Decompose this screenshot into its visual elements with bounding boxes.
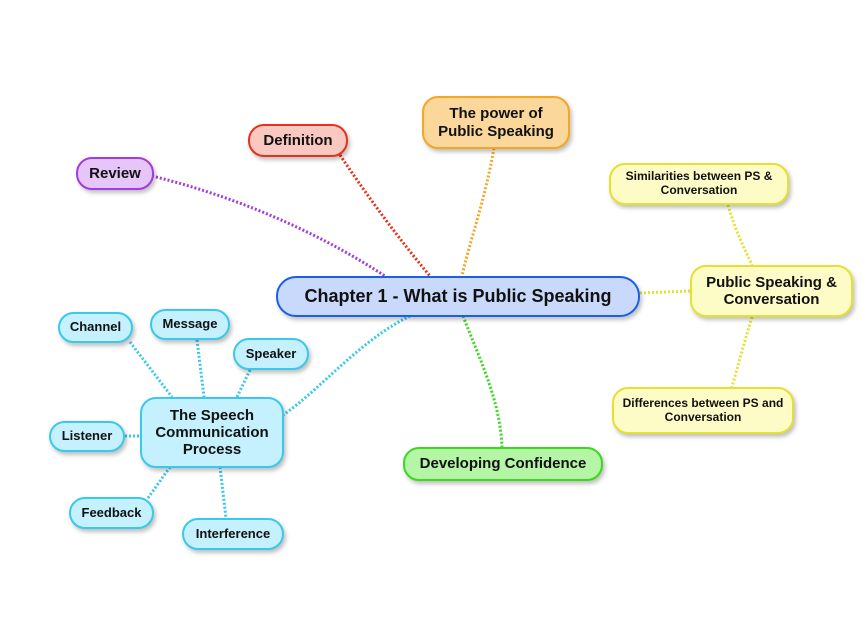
line-similarities — [726, 204, 754, 266]
line-confidence — [461, 315, 504, 448]
line-differences — [730, 316, 754, 388]
line-speaker — [235, 369, 252, 398]
node-similarities[interactable]: Similarities between PS & Conversation — [609, 163, 789, 205]
line-ps-conversation — [639, 289, 691, 295]
node-developing-confidence[interactable]: Developing Confidence — [403, 447, 603, 481]
line-speech — [282, 314, 411, 417]
line-power — [460, 147, 496, 277]
central-topic[interactable]: Chapter 1 - What is Public Speaking — [276, 276, 640, 317]
node-listener[interactable]: Listener — [49, 421, 125, 452]
node-channel[interactable]: Channel — [58, 312, 133, 343]
line-message — [195, 339, 206, 398]
node-power-of-public-speaking[interactable]: The power of Public Speaking — [422, 96, 570, 149]
node-definition[interactable]: Definition — [248, 124, 348, 157]
node-message[interactable]: Message — [150, 309, 230, 340]
line-feedback — [146, 466, 172, 499]
node-review[interactable]: Review — [76, 157, 154, 190]
node-speaker[interactable]: Speaker — [233, 338, 309, 370]
node-differences[interactable]: Differences between PS and Conversation — [612, 387, 794, 434]
line-interference — [218, 466, 228, 519]
node-ps-conversation[interactable]: Public Speaking & Conversation — [690, 265, 853, 317]
line-review — [151, 174, 386, 278]
line-channel — [128, 341, 174, 398]
node-interference[interactable]: Interference — [182, 518, 284, 550]
node-feedback[interactable]: Feedback — [69, 497, 154, 529]
line-definition — [338, 154, 432, 277]
node-speech-communication-process[interactable]: The Speech Communication Process — [140, 397, 284, 468]
